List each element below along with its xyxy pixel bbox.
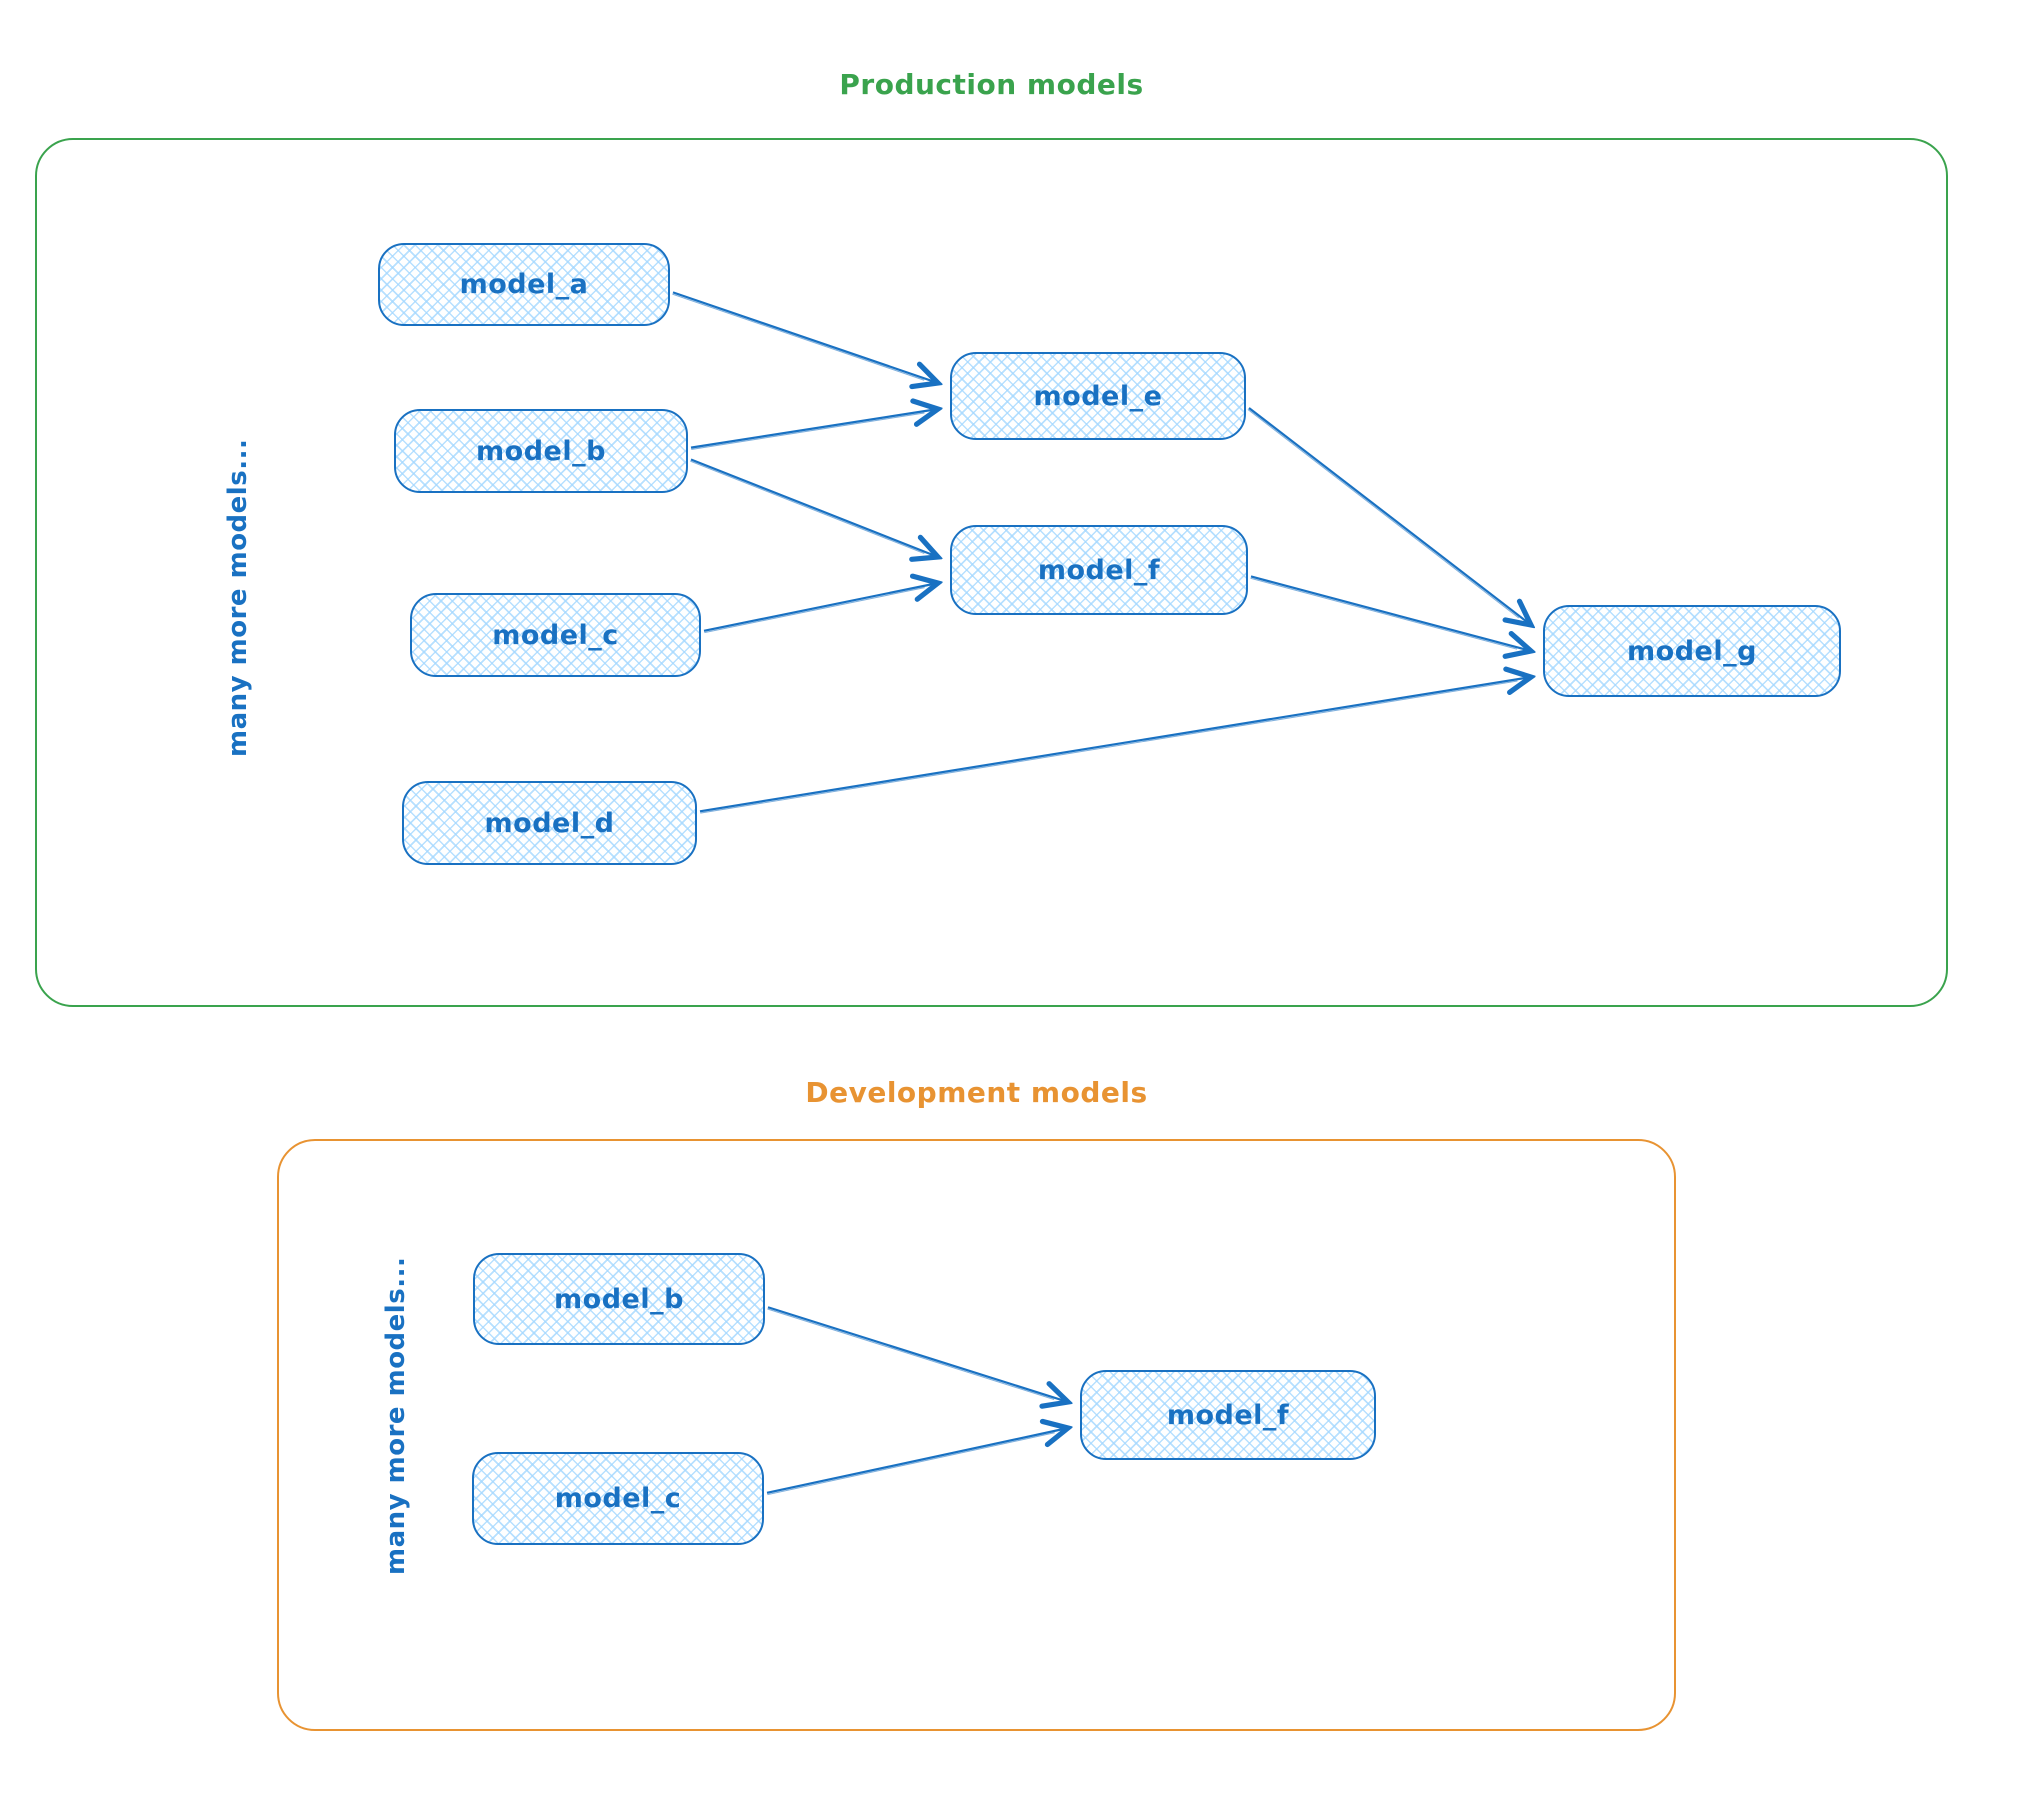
node-model-e-label: model_e bbox=[1033, 380, 1163, 412]
arrow-edge-model_a-to-model_e bbox=[672, 291, 938, 383]
arrow-edge-sketch bbox=[1247, 408, 1520, 619]
node-dev-model-b-label: model_b bbox=[554, 1283, 684, 1315]
arrow-edge-model_c-to-model_f bbox=[703, 583, 938, 632]
production-section-title: Production models bbox=[839, 68, 1144, 101]
arrow-edge-model_d-to-model_g bbox=[699, 677, 1531, 813]
development-section-title: Development models bbox=[805, 1076, 1148, 1109]
node-model-d-label: model_d bbox=[484, 807, 615, 839]
node-model-g-label: model_g bbox=[1627, 635, 1757, 667]
node-dev-model-f: model_f bbox=[1080, 1370, 1376, 1460]
arrow-edge-sketch bbox=[700, 680, 1518, 814]
arrow-edge-sketch bbox=[767, 1308, 1055, 1401]
arrow-edge-sketch bbox=[690, 460, 925, 555]
node-model-b-label: model_b bbox=[476, 435, 606, 467]
arrow-edge-sketch bbox=[672, 293, 925, 381]
node-dev-model-c-label: model_c bbox=[554, 1483, 682, 1514]
arrow-edge-model_b-to-model_e bbox=[690, 409, 938, 449]
node-dev-model-b: model_b bbox=[473, 1253, 765, 1345]
development-group-frame bbox=[277, 1139, 1676, 1731]
node-dev-model-c: model_c bbox=[472, 1452, 764, 1545]
production-more-models-label: many more models... bbox=[223, 438, 253, 757]
arrow-edge-sketch bbox=[691, 412, 925, 450]
node-model-c: model_c bbox=[410, 593, 701, 677]
node-model-d: model_d bbox=[402, 781, 697, 865]
arrow-edge-model_b-to-model_f bbox=[690, 458, 938, 557]
node-model-c-label: model_c bbox=[492, 619, 619, 651]
production-group-frame bbox=[35, 138, 1948, 1007]
arrow-edge-sketch bbox=[1250, 577, 1518, 650]
node-dev-model-f-label: model_f bbox=[1166, 1399, 1290, 1431]
arrow-edge-model_f-to-model_g bbox=[1250, 575, 1531, 651]
node-model-a-label: model_a bbox=[459, 269, 589, 300]
development-more-models-label: many more models... bbox=[381, 1256, 411, 1575]
arrow-edge-model_c-to-model_f bbox=[766, 1428, 1068, 1494]
node-model-e: model_e bbox=[950, 352, 1246, 440]
node-model-b: model_b bbox=[394, 409, 688, 493]
arrow-edge-sketch bbox=[767, 1432, 1055, 1496]
node-model-f: model_f bbox=[950, 525, 1248, 615]
arrow-edge-model_e-to-model_g bbox=[1248, 407, 1531, 625]
node-model-g: model_g bbox=[1543, 605, 1841, 697]
arrow-edge-sketch bbox=[704, 587, 925, 634]
node-model-f-label: model_f bbox=[1037, 554, 1161, 586]
arrow-edge-model_b-to-model_f bbox=[767, 1306, 1068, 1402]
node-model-a: model_a bbox=[378, 243, 670, 326]
